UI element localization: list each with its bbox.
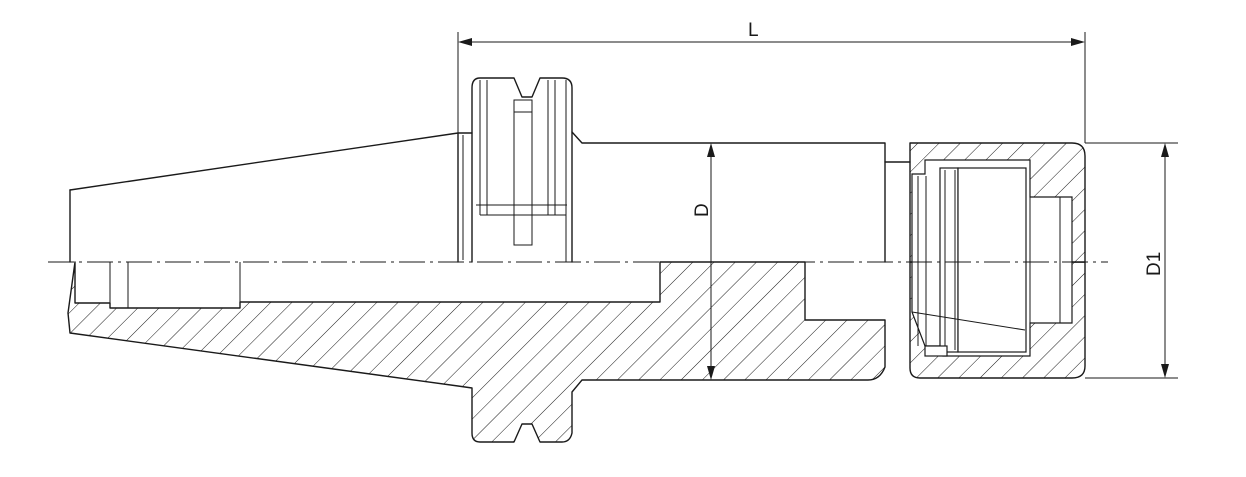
- body-section: [67, 261, 886, 443]
- dimension-d: [707, 143, 715, 380]
- flange-details: [462, 80, 567, 262]
- dimension-d1-label: D1: [1144, 252, 1165, 276]
- dimension-d-label: D: [692, 203, 713, 217]
- taper-bore-details: [109, 262, 806, 320]
- collet-threads: [911, 167, 1061, 357]
- dimension-l: [457, 32, 1086, 143]
- taper-outline: [69, 132, 459, 263]
- flange-outline: [457, 77, 911, 163]
- dimension-d1: [1085, 142, 1178, 379]
- dimension-l-label: L: [748, 20, 759, 41]
